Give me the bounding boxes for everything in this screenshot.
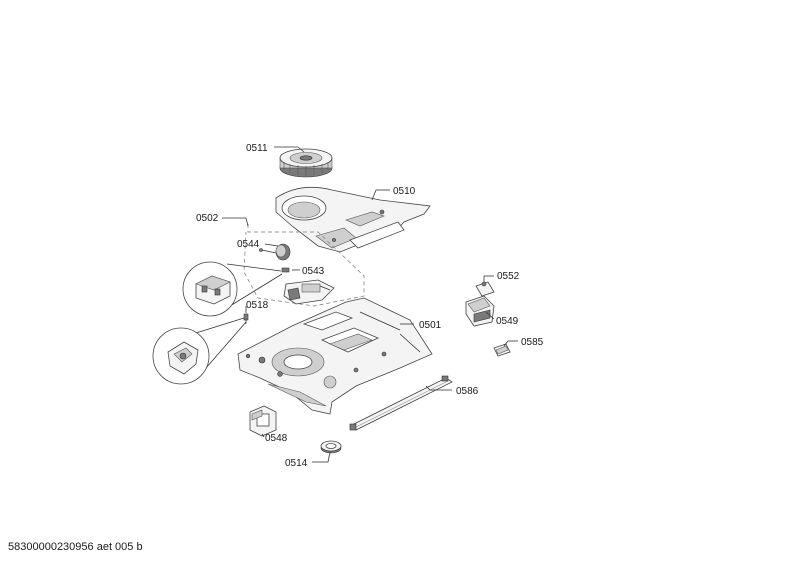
assembly-group-outline xyxy=(243,224,365,307)
document-id: 58300000230956 aet 005 b xyxy=(8,541,143,553)
label-0544: 0544 xyxy=(237,239,260,250)
label-0548: 0548 xyxy=(265,433,288,444)
control-module-part[interactable] xyxy=(465,295,495,327)
sensor-part[interactable] xyxy=(493,343,511,357)
label-0501: 0501 xyxy=(419,320,442,331)
base-plate-part[interactable] xyxy=(237,297,433,415)
fan-housing-cover-part[interactable] xyxy=(275,186,431,253)
retaining-clip-part[interactable] xyxy=(475,281,495,297)
label-0510: 0510 xyxy=(393,186,416,197)
connector-clip-part[interactable] xyxy=(281,267,290,273)
label-0518: 0518 xyxy=(246,300,269,311)
motor-bracket-part[interactable] xyxy=(283,279,335,305)
leader-lines xyxy=(222,146,518,463)
rail-strip-part[interactable] xyxy=(349,375,453,431)
label-0514: 0514 xyxy=(285,458,308,469)
detail-magnifier-2 xyxy=(152,317,247,385)
ring-seal-part[interactable] xyxy=(320,440,342,454)
label-0549: 0549 xyxy=(496,316,519,327)
motor-part[interactable] xyxy=(259,243,291,261)
mounting-bracket-part[interactable] xyxy=(249,405,277,437)
fan-wheel-part[interactable] xyxy=(279,148,333,178)
label-0585: 0585 xyxy=(521,337,544,348)
label-0543: 0543 xyxy=(302,266,325,277)
label-0502: 0502 xyxy=(196,213,219,224)
label-0511: 0511 xyxy=(246,143,268,154)
label-0552: 0552 xyxy=(497,271,520,282)
detail-magnifier-1 xyxy=(182,261,283,317)
label-0586: 0586 xyxy=(456,386,479,397)
